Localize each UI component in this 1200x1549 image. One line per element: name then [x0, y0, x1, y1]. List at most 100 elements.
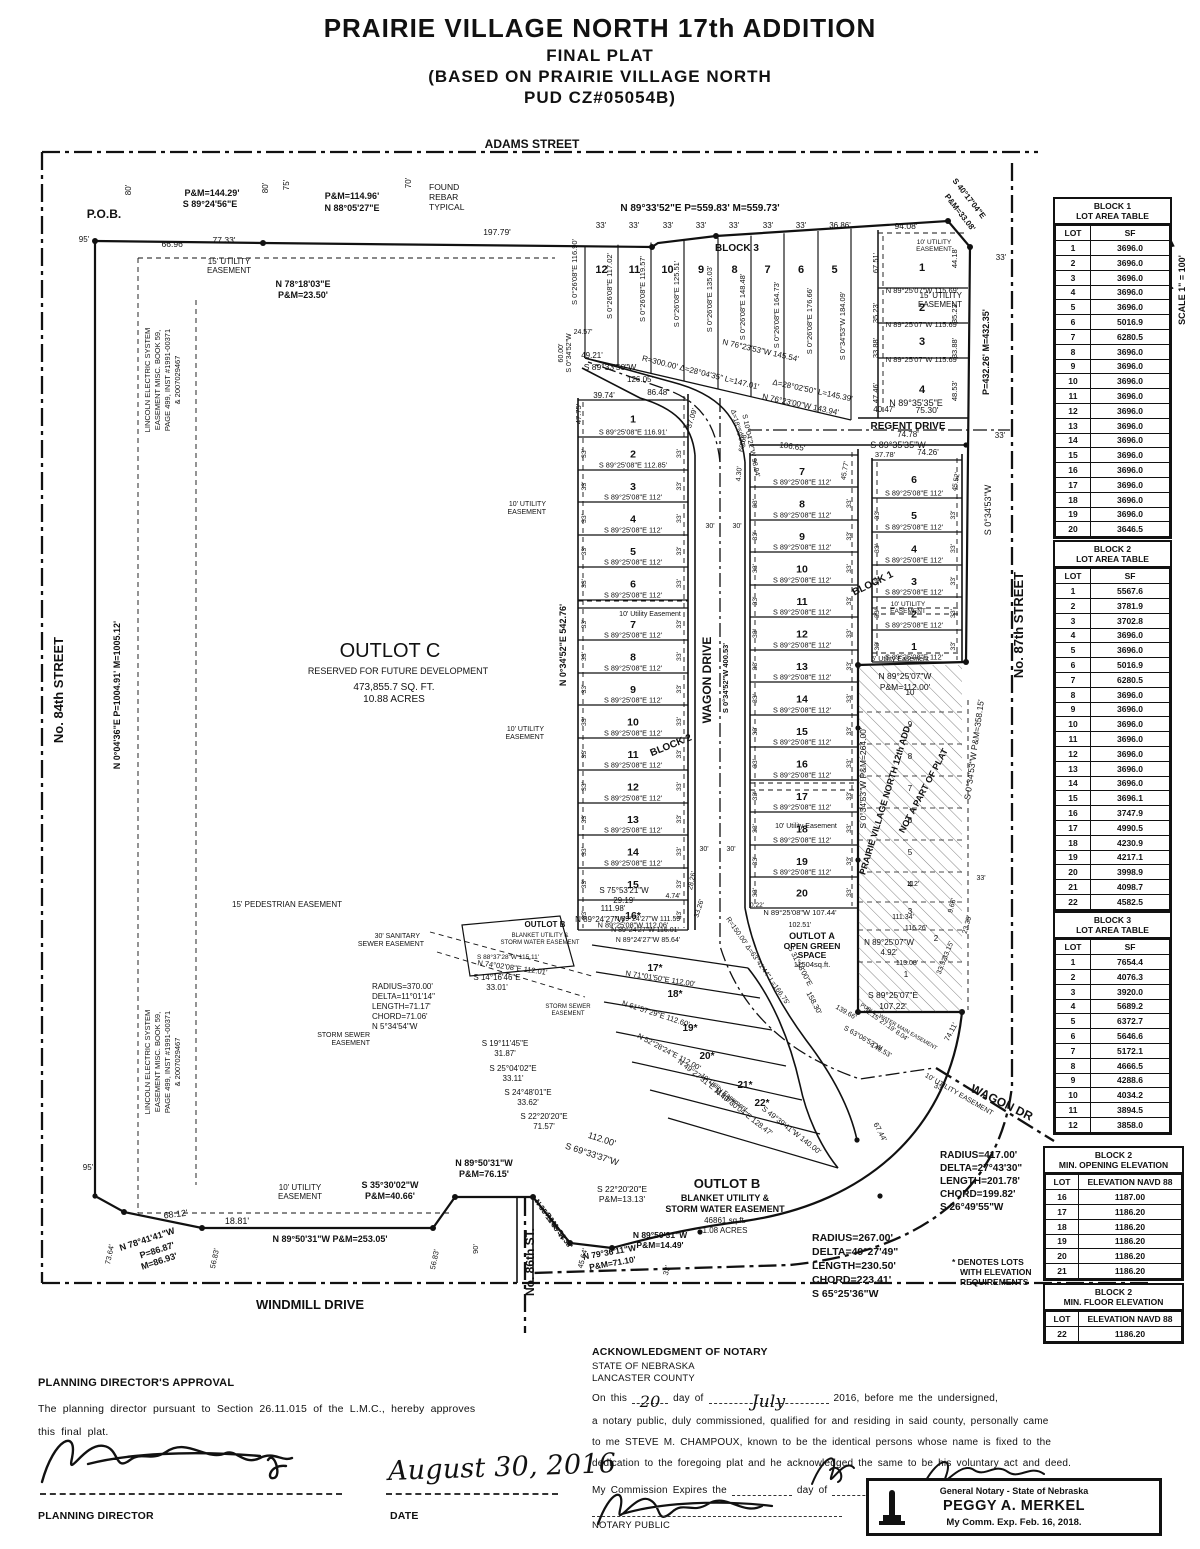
map-label: EASEMENT	[507, 509, 546, 516]
map-label: S 89°25'08"E 112'	[773, 478, 832, 487]
map-label: RESERVED FOR FUTURE DEVELOPMENT	[308, 666, 489, 676]
map-label: 13	[796, 661, 808, 673]
map-label: 33'	[581, 911, 588, 920]
map-label: S 89°25'08"E 112'	[604, 761, 663, 770]
map-label: S 89°25'08"E 112'	[604, 558, 663, 567]
notary-line-3: to me STEVE M. CHAMPOUX, known to be the…	[592, 1437, 1052, 1448]
table-column-header: SF	[1090, 939, 1170, 956]
map-label: 33'	[581, 514, 588, 523]
map-label: S 89°25'08"E 112'	[773, 803, 832, 812]
map-label: 7	[764, 264, 770, 276]
map-label: S 89°25'08"E 112'	[885, 556, 944, 565]
notary-stamp: General Notary - State of Nebraska PEGGY…	[866, 1478, 1162, 1536]
map-label: 1	[630, 414, 636, 426]
map-label: 33'	[874, 577, 881, 586]
table-cell: 10	[1055, 373, 1091, 390]
map-label: 37.78'	[875, 450, 896, 459]
table-column-header: LOT	[1055, 939, 1091, 956]
map-label: 33'	[581, 750, 588, 759]
map-label: 10	[906, 688, 915, 697]
map-label: 48.53'	[950, 380, 959, 401]
map-label: 33'	[846, 888, 853, 897]
map-label: 33'	[950, 609, 957, 618]
map-label: 7	[799, 466, 805, 478]
table-cell: 22	[1055, 893, 1091, 910]
table-cell: 11	[1055, 1102, 1091, 1118]
table-cell: 21	[1055, 879, 1091, 895]
map-label: 33'	[950, 577, 957, 586]
table-column-header: SF	[1090, 568, 1170, 585]
map-label: 7	[908, 784, 913, 793]
map-label: 3	[919, 336, 925, 348]
map-label: PAGE 499, INST #1991-00371	[163, 1011, 172, 1113]
map-label: 8	[630, 652, 636, 664]
map-label: EASEMENT MISC. BOOK 59,	[153, 1012, 162, 1112]
map-label: LENGTH=201.78'	[940, 1176, 1020, 1187]
map-label: 16*	[625, 910, 642, 922]
map-label: 33'	[752, 662, 759, 671]
table-cell: 12	[1055, 402, 1091, 419]
map-label: & 2007029467	[173, 1038, 182, 1087]
table-cell: 4230.9	[1090, 834, 1170, 851]
map-label: 16	[796, 759, 808, 771]
map-label: S 75°53'21"W	[599, 886, 649, 895]
map-label: LENGTH=71.17'	[372, 1002, 431, 1011]
minor-centerlines	[587, 361, 1010, 1080]
table-column-header: ELEVATION NAVD 88	[1078, 1174, 1182, 1191]
map-label: OUTLOT B	[694, 1176, 760, 1191]
title-block: PRAIRIE VILLAGE NORTH 17th ADDITION FINA…	[0, 12, 1200, 108]
table-cell: 7	[1055, 1042, 1091, 1059]
table-cell: 19	[1055, 506, 1091, 523]
map-label: R=300.00' Δ=28°04'35" L=147.01'	[641, 354, 760, 392]
map-label: 33'	[846, 662, 853, 671]
table-cell: 14	[1055, 775, 1091, 792]
table-cell: 1186.20	[1078, 1203, 1182, 1220]
map-label: P&M=112.00'	[880, 682, 931, 692]
table-cell: 1186.20	[1078, 1326, 1182, 1342]
map-label: 33'	[661, 1264, 672, 1276]
table-cell: 1186.20	[1078, 1248, 1182, 1265]
table-cell: 19	[1055, 849, 1091, 866]
table-cell: 8	[1055, 343, 1091, 360]
map-label: 10' UTILITY	[279, 1183, 322, 1192]
map-label: 3	[911, 576, 917, 588]
table-cell: 3696.0	[1090, 417, 1170, 434]
map-label: 197.79'	[483, 227, 511, 237]
table-cell: 5016.9	[1090, 314, 1170, 330]
planning-director-label: PLANNING DIRECTOR	[38, 1510, 154, 1522]
map-label: 5	[630, 546, 636, 558]
map-label: 6	[911, 474, 917, 486]
map-label: 111.98'	[601, 904, 626, 913]
map-label: TYPICAL	[429, 202, 465, 212]
map-label: 67.44'	[871, 1121, 889, 1144]
map-label: S 89°25'08"E 112'	[773, 608, 832, 617]
table-cell: 6280.5	[1090, 671, 1170, 688]
map-label: N 89°25'08"W 107.44'	[763, 908, 837, 917]
map-label: EASEMENT	[918, 300, 962, 309]
table-cell: 6280.5	[1090, 328, 1170, 345]
map-label: 80'	[124, 184, 133, 195]
map-label: 33'	[581, 782, 588, 791]
map-label: S 0°34'53"W P&M=358.15'	[962, 698, 986, 800]
table-cell: 4	[1055, 284, 1091, 301]
table-cell: 3920.0	[1090, 983, 1170, 1000]
map-label: S 0°26'08"E 119.57'	[638, 255, 647, 322]
map-label: 74.78'	[897, 430, 919, 439]
map-label: 33'	[676, 579, 683, 588]
map-label: S 89°25'08"E 112'	[604, 794, 663, 803]
notary-month-blank: July	[708, 1392, 829, 1412]
map-label: S 0°34'52"W	[565, 333, 573, 373]
table-cell: 3	[1055, 612, 1091, 629]
